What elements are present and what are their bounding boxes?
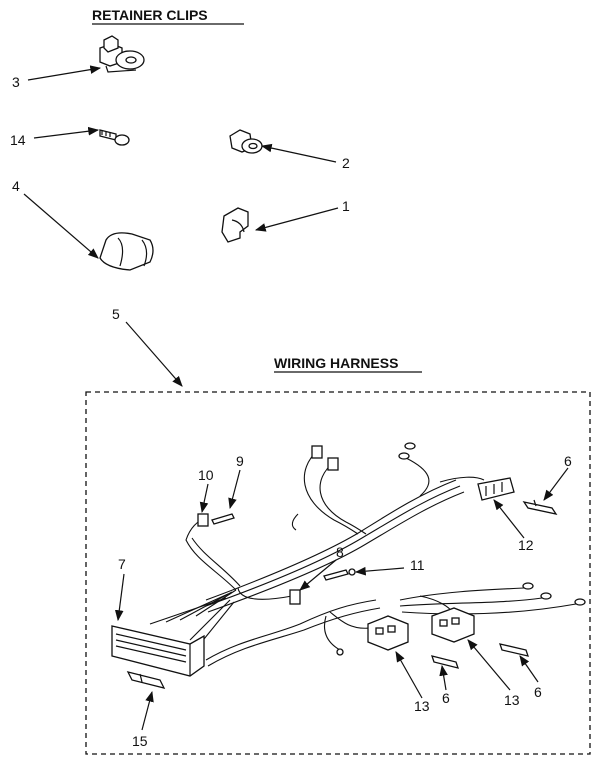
retainer-clips-title: RETAINER CLIPS: [92, 7, 208, 23]
callout-11: 11: [410, 557, 425, 573]
callout-13-right: 13: [504, 692, 520, 708]
callout-8: 8: [336, 544, 344, 560]
part-3-retainer-clip: [99, 35, 145, 73]
connector-7: [111, 625, 205, 677]
part-4-sleeve: [99, 232, 154, 271]
wire-end-terminals: [336, 582, 586, 656]
callout-10: 10: [198, 467, 214, 483]
terminal-11: [323, 568, 356, 581]
callout-2: 2: [342, 155, 350, 171]
terminal-6-lower-right: [499, 643, 529, 657]
part-1-clamp: [221, 207, 249, 243]
top-connectors: [311, 442, 416, 471]
callout-4: 4: [12, 178, 20, 194]
connector-12: [477, 477, 515, 501]
wiring-harness: [149, 449, 577, 667]
connector-8: [289, 589, 301, 605]
terminal-6-lower-left: [431, 655, 459, 669]
callout-1: 1: [342, 198, 350, 214]
part-2-clip: [229, 129, 263, 154]
part-14-screw: [99, 129, 130, 146]
callout-12: 12: [518, 537, 534, 553]
connector-10: [197, 513, 209, 527]
connector-13-left: [367, 615, 409, 651]
callout-5: 5: [112, 306, 120, 322]
callout-6-lower-left: 6: [442, 690, 450, 706]
callout-15: 15: [132, 733, 148, 749]
terminal-9: [211, 513, 235, 525]
callout-13-left: 13: [414, 698, 430, 714]
terminal-15: [126, 671, 166, 689]
callout-14: 14: [10, 132, 26, 148]
wiring-harness-title: WIRING HARNESS: [274, 355, 398, 371]
terminal-6-upper: [522, 499, 558, 515]
callout-3: 3: [12, 74, 20, 90]
callout-7: 7: [118, 556, 126, 572]
callout-6-lower-right: 6: [534, 684, 542, 700]
harness-boundary: [85, 391, 591, 755]
connector-13-right: [431, 607, 475, 643]
callout-leaders: [23, 65, 569, 731]
callout-9: 9: [236, 453, 244, 469]
callout-6-upper: 6: [564, 453, 572, 469]
